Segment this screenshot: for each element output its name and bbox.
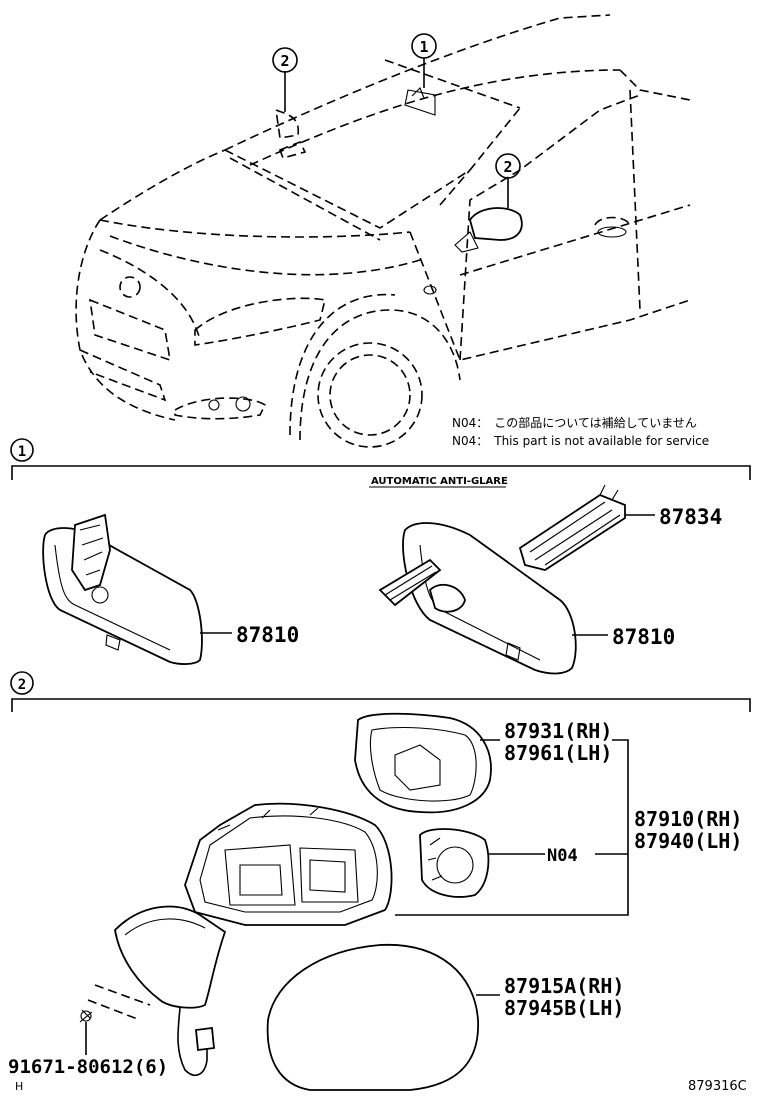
cover-rh: 87915A(RH) xyxy=(504,974,624,998)
mirror-glass: 87931(RH) 87961(LH) xyxy=(354,712,612,814)
section-1-caption: AUTOMATIC ANTI-GLARE xyxy=(371,476,508,487)
section-1-badge: 1 xyxy=(18,444,26,460)
motor-n04: N04 xyxy=(547,846,578,866)
note-n04-japanese: N04： この部品については補給していません xyxy=(452,415,697,430)
mirror-cover-87834: 87834 xyxy=(518,484,722,571)
glass-lh: 87961(LH) xyxy=(504,741,612,765)
part-87810-left: 87810 xyxy=(236,623,299,647)
callout-1-top: 1 xyxy=(419,38,428,56)
screw-part: 91671-80612(6) xyxy=(8,1056,168,1078)
section-1: 1 AUTOMATIC ANTI-GLARE 87810 87810 xyxy=(10,438,751,675)
part-87834: 87834 xyxy=(659,505,722,529)
cover-lh: 87945B(LH) xyxy=(504,996,624,1020)
section-2: 2 87931(RH) 87961(LH) 87910(RH) 87940(LH… xyxy=(8,671,751,1091)
mirror-cover: 87915A(RH) 87945B(LH) xyxy=(266,944,624,1091)
footer-mark: H xyxy=(15,1080,23,1093)
part-87810-right: 87810 xyxy=(612,625,675,649)
callout-2-left: 2 xyxy=(280,52,289,70)
inner-mirror-standard: 87810 xyxy=(42,513,299,665)
assy-rh: 87910(RH) xyxy=(634,807,742,831)
car-overview-illustration: 1 2 2 xyxy=(75,14,691,448)
note-n04-english: N04： This part is not available for serv… xyxy=(452,434,709,448)
mirror-motor: N04 xyxy=(419,828,628,898)
inner-mirror-anti-glare: 87810 xyxy=(378,522,675,675)
glass-rh: 87931(RH) xyxy=(504,719,612,743)
callout-2-right: 2 xyxy=(503,158,512,176)
diagram-code: 879316C xyxy=(688,1079,747,1094)
mirror-housing: 91671-80612(6) xyxy=(8,802,393,1078)
assy-lh: 87940(LH) xyxy=(634,829,742,853)
section-2-badge: 2 xyxy=(18,677,26,693)
